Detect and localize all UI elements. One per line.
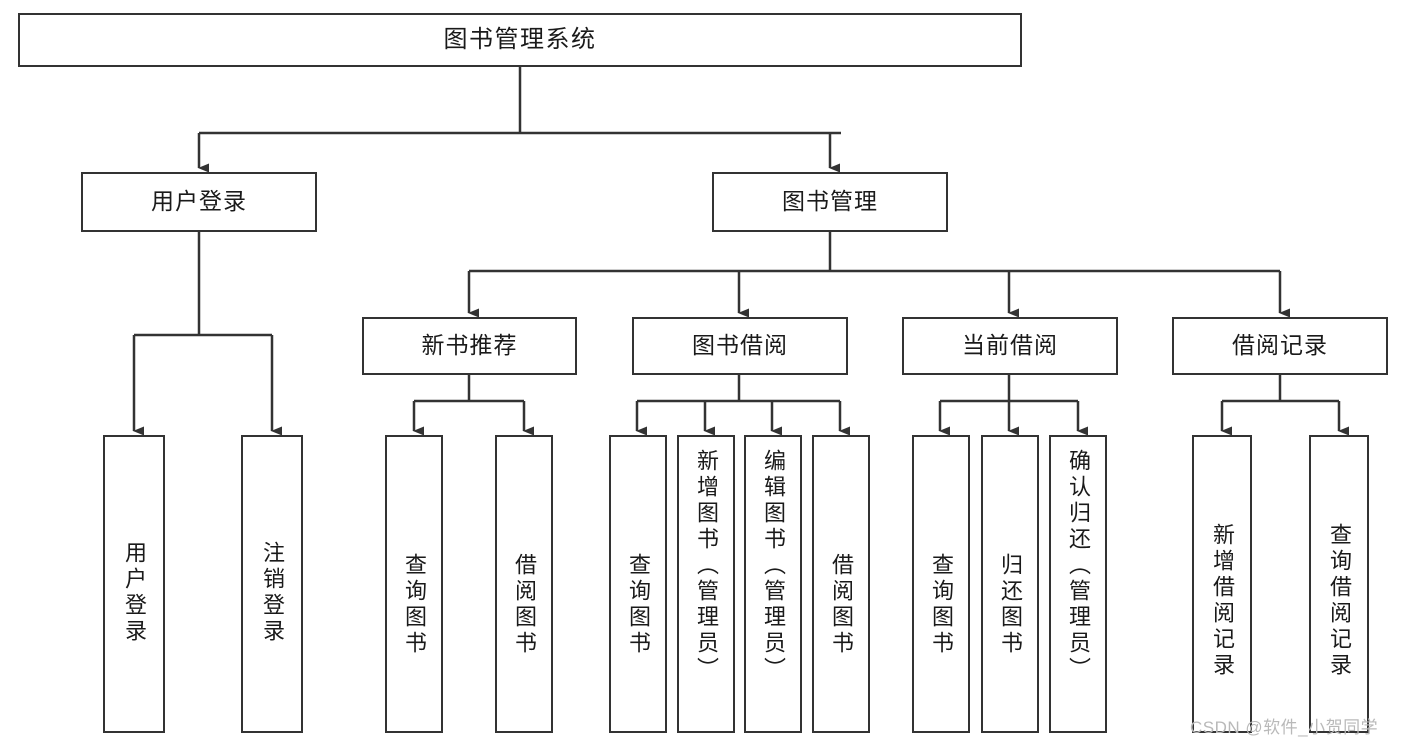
node-new-book-recommendation[interactable]: 新书推荐 [362, 317, 577, 375]
node-label: 查询图书 [626, 553, 651, 657]
node-label: 图书借阅 [692, 332, 788, 359]
node-label: 编辑图书（管理员） [761, 449, 786, 683]
node-leaf-edit-book-admin[interactable]: 编辑图书（管理员） [744, 435, 802, 733]
node-root-book-management-system[interactable]: 图书管理系统 [18, 13, 1022, 67]
node-label: 新增图书（管理员） [694, 449, 719, 683]
node-label: 当前借阅 [962, 332, 1058, 359]
node-leaf-return-book[interactable]: 归还图书 [981, 435, 1039, 733]
node-borrowing-records[interactable]: 借阅记录 [1172, 317, 1388, 375]
node-label: 查询图书 [402, 553, 427, 657]
node-label: 新书推荐 [421, 332, 518, 359]
node-current-borrowing[interactable]: 当前借阅 [902, 317, 1118, 375]
node-leaf-add-book-admin[interactable]: 新增图书（管理员） [677, 435, 735, 733]
csdn-watermark: CSDN @软件_小贺同学 [1190, 718, 1379, 737]
node-user-login[interactable]: 用户登录 [81, 172, 317, 232]
node-label: 注销登录 [260, 541, 285, 645]
node-label: 确认归还（管理员） [1066, 449, 1091, 683]
node-label: 查询图书 [929, 553, 954, 657]
node-leaf-query-book-current[interactable]: 查询图书 [912, 435, 970, 733]
node-label: 图书管理系统 [443, 25, 597, 53]
node-leaf-borrow-book-recommendation[interactable]: 借阅图书 [495, 435, 553, 733]
node-label: 查询借阅记录 [1327, 523, 1352, 679]
node-leaf-logout[interactable]: 注销登录 [241, 435, 303, 733]
node-leaf-borrow-book-borrowing[interactable]: 借阅图书 [812, 435, 870, 733]
node-label: 借阅记录 [1232, 332, 1328, 359]
node-book-management[interactable]: 图书管理 [712, 172, 948, 232]
node-label: 图书管理 [782, 188, 878, 215]
node-book-borrowing[interactable]: 图书借阅 [632, 317, 848, 375]
node-label: 借阅图书 [512, 553, 537, 657]
node-leaf-confirm-return-admin[interactable]: 确认归还（管理员） [1049, 435, 1107, 733]
node-label: 归还图书 [998, 553, 1023, 657]
node-label: 新增借阅记录 [1210, 523, 1235, 679]
node-leaf-add-borrowing-record[interactable]: 新增借阅记录 [1192, 435, 1252, 733]
node-leaf-query-borrowing-record[interactable]: 查询借阅记录 [1309, 435, 1369, 733]
node-label: 用户登录 [151, 188, 247, 215]
node-label: 用户登录 [122, 541, 147, 645]
node-label: 借阅图书 [829, 553, 854, 657]
node-leaf-query-book-recommendation[interactable]: 查询图书 [385, 435, 443, 733]
node-leaf-query-book-borrowing[interactable]: 查询图书 [609, 435, 667, 733]
node-leaf-user-login[interactable]: 用户登录 [103, 435, 165, 733]
